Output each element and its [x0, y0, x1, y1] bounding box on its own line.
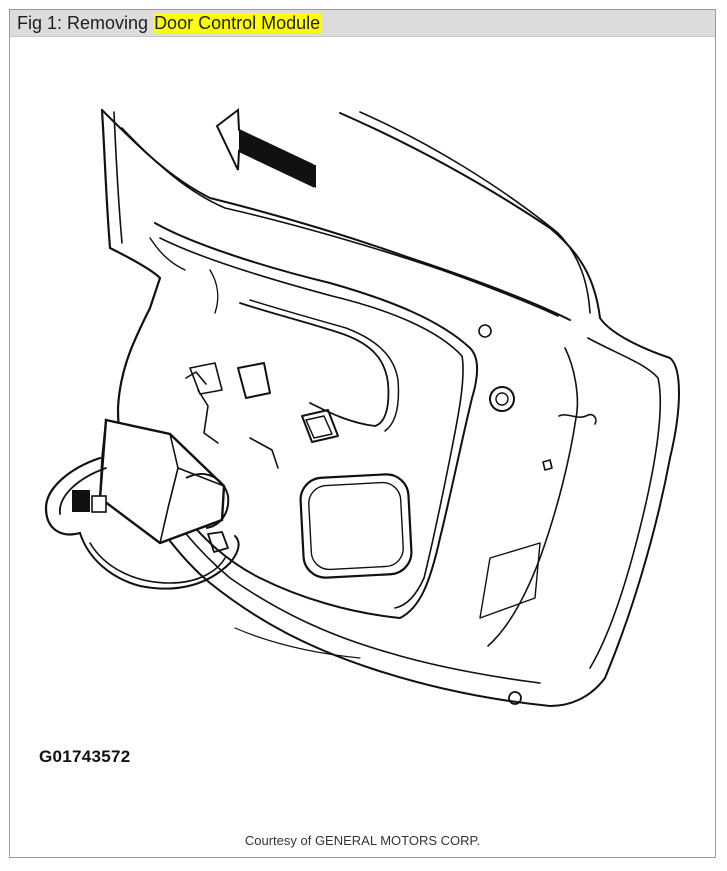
- inner-door-panel: [154, 222, 597, 705]
- wiring-harness: [44, 237, 240, 590]
- courtesy-credit: Courtesy of GENERAL MOTORS CORP.: [244, 833, 481, 848]
- caption-prefix: Fig 1: Removing: [17, 13, 154, 33]
- door-outer-frame: [100, 108, 680, 707]
- door-module-illustration: [44, 108, 680, 707]
- figure-code: G01743572: [39, 747, 131, 766]
- caption-highlight: Door Control Module: [153, 13, 322, 33]
- figure-caption: Fig 1: Removing Door Control Module: [10, 10, 715, 37]
- figure-frame: Fig 1: Removing Door Control Module: [9, 9, 716, 858]
- removal-direction-arrow-icon: [215, 108, 316, 188]
